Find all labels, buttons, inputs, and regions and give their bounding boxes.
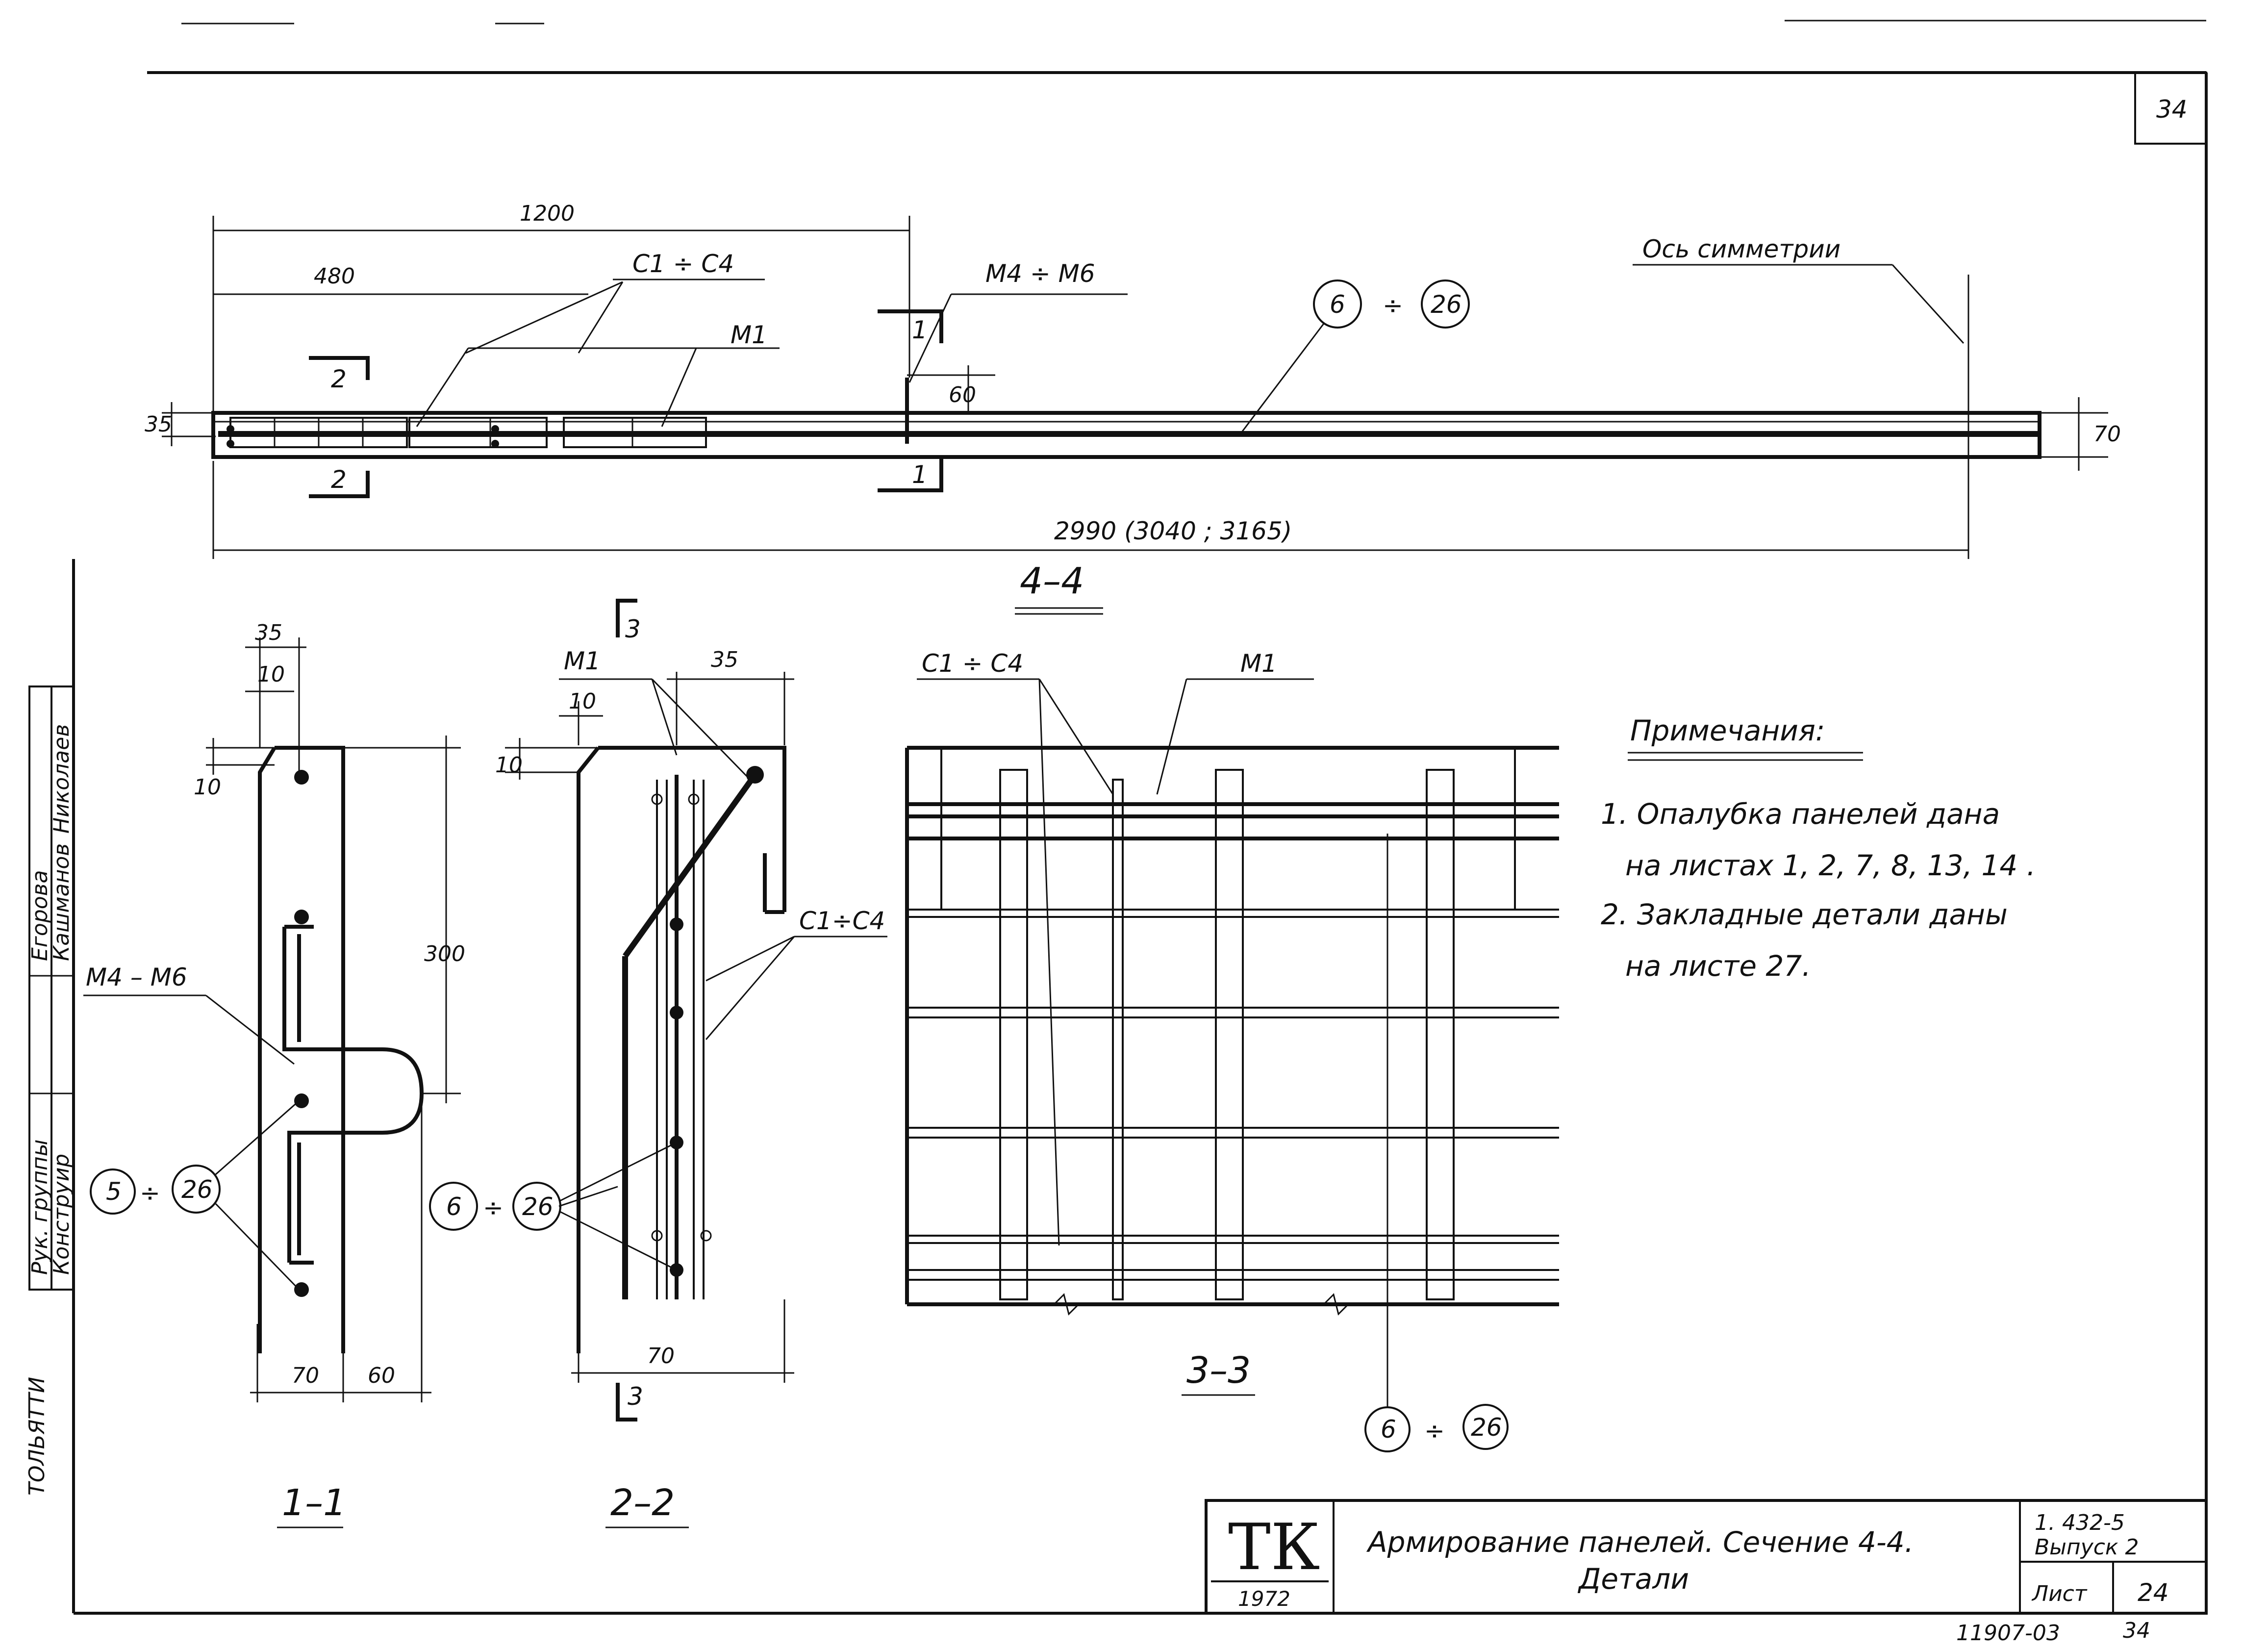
issue-label: Выпуск 2 — [2035, 1535, 2139, 1560]
section-3-3: С1 ÷ С4 М1 6 26 ÷ 3–3 — [905, 649, 1559, 1452]
stamp-role-2: Конструир — [49, 1154, 74, 1275]
sheet-value: 24 — [2138, 1578, 2169, 1607]
position-circle — [1421, 279, 1470, 329]
range-separator-33: ÷ — [1424, 1417, 1445, 1445]
callout-c1-c4: С1 ÷ С4 — [632, 250, 734, 278]
section-1-1: 35 10 10 300 70 60 М4 – М6 5 26 ÷ 1–1 — [83, 620, 465, 1528]
callout-m1-22: М1 — [564, 647, 601, 675]
caption-2-2: 2–2 — [610, 1482, 675, 1524]
series-number: 1. 432-5 — [2035, 1510, 2125, 1535]
section-4-4: 1200 480 35 60 70 2990 (3040 ; 3165) С1 … — [145, 201, 2121, 615]
range-start-11: 5 — [106, 1177, 122, 1206]
callout-c1-c4-33: С1 ÷ С4 — [922, 649, 1023, 678]
stamp-name-1: Егорова — [27, 870, 52, 961]
stamp-vertical-label: ТОЛЬЯТТИ — [25, 1377, 50, 1496]
range-end-22: 26 — [522, 1193, 554, 1221]
title-block: ТК 1972 Армирование панелей. Сечение 4-4… — [1205, 1499, 2208, 1646]
callout-range-start: 6 — [1330, 290, 1345, 319]
notes-heading: Примечания: — [1630, 714, 1825, 747]
notes-block: Примечания: 1. Опалубка панелей дана на … — [1601, 714, 2036, 983]
dim-10-side-11: 10 — [194, 775, 221, 800]
title-line-2: Детали — [1577, 1562, 1689, 1596]
cut-mark-3-bottom: 3 — [628, 1382, 643, 1411]
cut-mark-1-bottom: 1 — [912, 460, 928, 489]
dim-total-length: 2990 (3040 ; 3165) — [1054, 517, 1292, 545]
dim-35-left: 35 — [145, 412, 172, 437]
range-start-33: 6 — [1381, 1415, 1396, 1444]
dim-35-22: 35 — [711, 647, 738, 672]
dim-35-11: 35 — [255, 620, 282, 645]
title-line-1: Армирование панелей. Сечение 4-4. — [1366, 1525, 1914, 1559]
sheet-label: Лист — [2031, 1581, 2088, 1606]
range-end-11: 26 — [181, 1175, 213, 1204]
symmetry-axis-label: Ось симметрии — [1642, 235, 1840, 263]
sheet-number-top: 34 — [2156, 95, 2188, 124]
note-line-2: на листах 1, 2, 7, 8, 13, 14 . — [1625, 849, 2036, 882]
range-separator-22: ÷ — [483, 1193, 504, 1222]
range-separator-11: ÷ — [140, 1179, 160, 1207]
position-circle — [172, 1165, 221, 1214]
cut-mark-2-top: 2 — [331, 365, 347, 393]
callout-m4-m6-11: М4 – М6 — [86, 963, 187, 991]
callout-m4-m6: М4 ÷ М6 — [985, 259, 1095, 288]
caption-3-3: 3–3 — [1186, 1349, 1251, 1392]
caption-4-4: 4–4 — [1020, 560, 1084, 602]
side-stamp: Рук. группы Конструир Егорова Кашманов Н… — [25, 685, 75, 1496]
archive-sheet: 34 — [2123, 1618, 2150, 1643]
org-logo: ТК — [1228, 1510, 1320, 1584]
note-line-4: на листе 27. — [1625, 949, 1811, 983]
dim-60: 60 — [949, 382, 976, 407]
callout-range-separator: ÷ — [1383, 291, 1403, 320]
dim-70-right: 70 — [2093, 422, 2121, 447]
sheet-number-box — [2134, 72, 2207, 145]
position-circle — [1364, 1406, 1411, 1452]
dim-480: 480 — [314, 264, 355, 289]
archive-number: 11907-03 — [1956, 1621, 2060, 1646]
dim-300: 300 — [424, 941, 465, 966]
dim-10-top-22: 10 — [569, 689, 596, 714]
caption-1-1: 1–1 — [282, 1482, 346, 1524]
dim-10-top-11: 10 — [257, 662, 285, 687]
position-circle — [1313, 279, 1362, 329]
position-circle — [429, 1182, 478, 1231]
dim-1200: 1200 — [520, 201, 575, 226]
cut-mark-3-top: 3 — [625, 615, 641, 643]
stamp-name-2: Кашманов — [49, 843, 74, 961]
position-circle — [1462, 1404, 1509, 1450]
callout-c1-c4-22: С1÷С4 — [799, 907, 885, 935]
callout-m1-33: М1 — [1240, 649, 1277, 678]
range-end-33: 26 — [1471, 1413, 1502, 1442]
dim-70-11: 70 — [292, 1363, 319, 1388]
dim-70-22: 70 — [647, 1344, 675, 1369]
note-line-3: 2. Закладные детали даны — [1601, 898, 2008, 931]
range-start-22: 6 — [446, 1193, 462, 1221]
note-line-1: 1. Опалубка панелей дана — [1601, 797, 2000, 831]
position-circle — [90, 1168, 136, 1215]
callout-m1: М1 — [731, 321, 767, 349]
dim-10-side-22: 10 — [495, 753, 523, 778]
title-year: 1972 — [1238, 1587, 1290, 1611]
callout-range-end: 26 — [1431, 290, 1462, 319]
stamp-role-1: Рук. группы — [27, 1140, 52, 1275]
cut-mark-1-top: 1 — [912, 316, 928, 344]
stamp-extra-name: Николаев — [49, 724, 74, 834]
cut-mark-2-bottom: 2 — [331, 465, 347, 494]
dim-60-11: 60 — [368, 1363, 395, 1388]
section-2-2: 3 35 10 10 70 3 М1 С1÷С4 6 26 ÷ — [429, 599, 887, 1528]
